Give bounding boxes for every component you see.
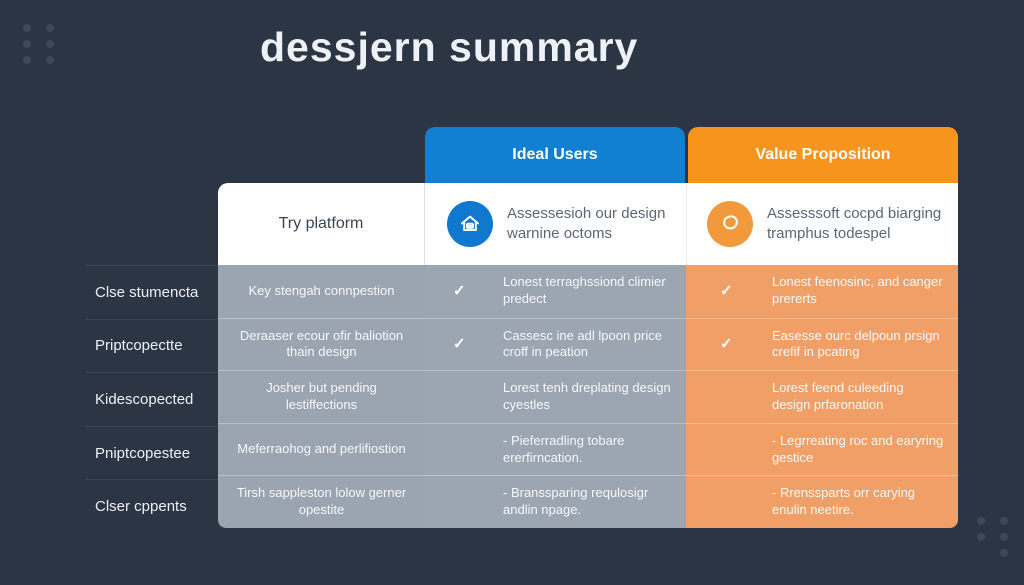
- dot: [977, 517, 985, 525]
- cell-text: Cassesc ine adl lpoon price croff in pea…: [503, 327, 662, 360]
- ideal-users-cell: ✓ Lonest terraghssiond climier predect: [425, 265, 686, 318]
- dot: [46, 40, 54, 48]
- checkmark-icon: ✓: [453, 335, 466, 353]
- cell-text: - Branssparing requlosigr andlin npage.: [503, 485, 649, 518]
- table-row: Josher but pending lestiffections Lorest…: [218, 370, 958, 423]
- column-header-label: Value Proposition: [755, 146, 891, 163]
- dot: [977, 533, 985, 541]
- row-label: Clser cppents: [85, 479, 218, 533]
- dot: [23, 56, 31, 64]
- row-label: Kidescopected: [85, 372, 218, 426]
- dot: [1000, 549, 1008, 557]
- dot: [23, 40, 31, 48]
- cell-text: Lorest tenh dreplating design cyestles: [503, 380, 671, 412]
- column-header-ideal-users: Ideal Users: [425, 127, 685, 183]
- value-proposition-cell: Lorest feend culeeding design prfaronati…: [686, 370, 958, 423]
- cell-text: Lonest terraghssiond climier predect: [503, 274, 666, 307]
- row-label: Priptcopectte: [85, 318, 218, 373]
- value-proposition-subheader-cell: Assesssoft cocpd biarging tramphus todes…: [686, 183, 958, 265]
- dot: [1000, 533, 1008, 541]
- table-subheader-row: Try platform Assessesioh our design warn…: [218, 183, 958, 265]
- platform-cell: Key stengah connpestion: [218, 265, 425, 318]
- ideal-users-cell: - Branssparing requlosigr andlin npage.: [425, 475, 686, 528]
- ideal-users-cell: ✓ Cassesc ine adl lpoon price croff in p…: [425, 317, 686, 371]
- value-proposition-subheader-text: Assesssoft cocpd biarging tramphus todes…: [767, 204, 942, 242]
- cell-text: Lonest feenosinc, and canger prererts: [772, 274, 943, 307]
- decor-dots-top-left: [23, 24, 54, 64]
- column-header-label: Ideal Users: [512, 146, 598, 163]
- cell-text: - Rrenssparts orr carying enulin neetire…: [772, 485, 916, 518]
- platform-cell: Deraaser ecour ofir baliotion thain desi…: [218, 317, 425, 371]
- table-row: Key stengah connpestion ✓ Lonest terragh…: [218, 265, 958, 318]
- value-proposition-cell: - Legrreating roc and earyring gestice: [686, 422, 958, 476]
- platform-cell: Josher but pending lestiffections: [218, 370, 425, 423]
- ideal-users-cell: - Pieferradling tobare ererfirncation.: [425, 422, 686, 476]
- table-row: Meferraohog and perlifiostion - Pieferra…: [218, 422, 958, 476]
- cell-text: - Pieferradling tobare ererfirncation.: [503, 432, 625, 465]
- platform-header-label: Try platform: [278, 215, 364, 232]
- dot: [1000, 517, 1008, 525]
- row-label: Pniptcopestee: [85, 425, 218, 480]
- chat-blob-icon: [707, 201, 753, 247]
- home-icon: [447, 201, 493, 247]
- cell-text: Lorest feend culeeding design prfaronati…: [772, 380, 904, 412]
- platform-cell: Tirsh sappleston lolow gerner opestite: [218, 475, 425, 528]
- decor-dots-bottom-right: [977, 517, 1008, 557]
- checkmark-icon: ✓: [720, 282, 733, 300]
- dot: [23, 24, 31, 32]
- platform-cell: Meferraohog and perlifiostion: [218, 422, 425, 476]
- checkmark-icon: ✓: [720, 335, 733, 353]
- ideal-users-subheader-text: Assessesioh our design warnine octoms: [507, 204, 666, 242]
- table-body: Key stengah connpestion ✓ Lonest terragh…: [218, 265, 958, 528]
- row-labels: Clse stumencta Priptcopectte Kidescopect…: [85, 265, 218, 533]
- table-row: Tirsh sappleston lolow gerner opestite -…: [218, 475, 958, 528]
- ideal-users-subheader-cell: Assessesioh our design warnine octoms: [425, 183, 686, 265]
- value-proposition-cell: - Rrenssparts orr carying enulin neetire…: [686, 475, 958, 528]
- column-header-value-proposition: Value Proposition: [688, 127, 958, 183]
- dot: [46, 24, 54, 32]
- page-title: dessjern summary: [260, 24, 639, 70]
- dot: [46, 56, 54, 64]
- value-proposition-cell: ✓ Easesse ourc delpoun prsign crefif in …: [686, 317, 958, 371]
- value-proposition-cell: ✓ Lonest feenosinc, and canger prererts: [686, 265, 958, 318]
- cell-text: - Legrreating roc and earyring gestice: [772, 432, 944, 465]
- cell-text: Easesse ourc delpoun prsign crefif in pc…: [772, 327, 940, 360]
- platform-header-cell: Try platform: [218, 183, 425, 265]
- checkmark-icon: ✓: [453, 282, 466, 300]
- table-row: Deraaser ecour ofir baliotion thain desi…: [218, 317, 958, 371]
- row-label: Clse stumencta: [85, 265, 218, 319]
- ideal-users-cell: Lorest tenh dreplating design cyestles: [425, 370, 686, 423]
